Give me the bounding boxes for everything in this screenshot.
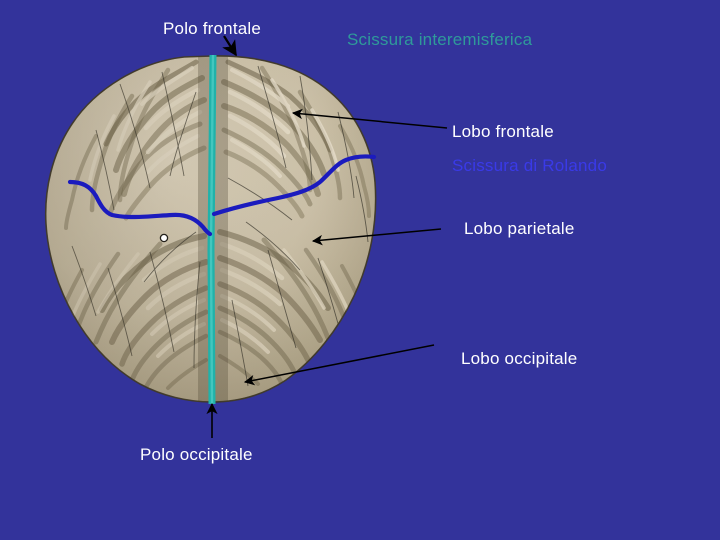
reference-dot-marker	[159, 233, 169, 243]
leader-lines	[206, 35, 448, 438]
label-lobo-frontale: Lobo frontale	[452, 122, 554, 141]
central-sulcus-right	[211, 154, 377, 217]
leader-polo-frontale	[222, 35, 237, 57]
label-polo-occipitale: Polo occipitale	[140, 445, 253, 464]
label-scissura-di-rolando: Scissura di Rolando	[452, 156, 607, 175]
label-lobo-parietale: Lobo parietale	[464, 219, 575, 238]
central-sulcus-lines	[67, 154, 377, 237]
central-sulcus-left	[67, 179, 213, 237]
interhemispheric-fissure-line	[207, 54, 217, 405]
label-polo-frontale: Polo frontale	[163, 19, 262, 38]
label-lobo-occipitale: Lobo occipitale	[461, 349, 578, 368]
leader-lobo-frontale	[291, 108, 448, 129]
leader-lobo-occipitale	[243, 344, 435, 386]
label-scissura-interemisferica: Scissura interemisferica	[347, 30, 533, 49]
leader-lobo-parietale	[311, 228, 442, 246]
